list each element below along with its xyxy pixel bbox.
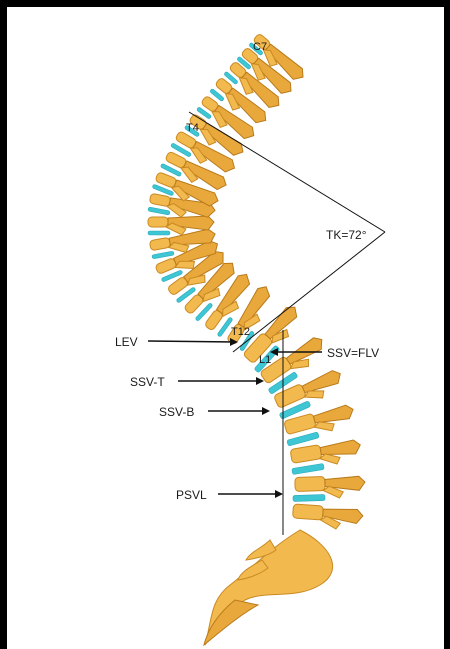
t4-endplate-line (189, 112, 385, 232)
disc (152, 251, 174, 259)
psvl-arrow (218, 490, 283, 498)
disc (292, 463, 325, 474)
c7-label: C7 (253, 41, 267, 53)
ssv-b-arrow (208, 407, 270, 415)
disc (293, 494, 325, 501)
intervertebral-discs (148, 42, 325, 501)
psvl-label: PSVL (176, 488, 207, 502)
tk-angle-label: TK=72° (326, 228, 367, 242)
disc (148, 207, 170, 215)
vertebral-column (148, 32, 366, 531)
t4-label: T4 (186, 122, 199, 134)
sacrum (204, 530, 333, 645)
lev-arrow (148, 338, 238, 346)
ssv-t-arrow (178, 377, 264, 385)
lev-label: LEV (115, 335, 138, 349)
ssv-t-label: SSV-T (130, 375, 165, 389)
l1-label: L1 (259, 354, 271, 366)
t12-label: T12 (231, 326, 250, 338)
ssv-b-label: SSV-B (159, 405, 194, 419)
vertebra (290, 438, 363, 471)
disc (148, 231, 170, 235)
ssv-flv-label: SSV=FLV (327, 346, 379, 360)
vertebra (292, 504, 363, 531)
